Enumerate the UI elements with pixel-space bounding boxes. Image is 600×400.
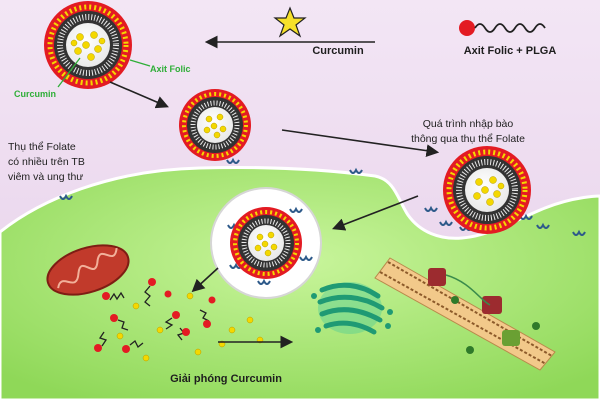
- process-arrows: [109, 35, 440, 349]
- nanoparticle-2: [179, 89, 251, 161]
- arrow-np1-to-np2: [109, 81, 169, 109]
- pointer-axit-folic: [129, 59, 151, 67]
- arrow-to-endocytosis: [281, 129, 440, 157]
- label-axit-folic-plga: Axit Folic + PLGA: [464, 45, 557, 57]
- label-receptor-line2: có nhiều trên TB: [8, 156, 85, 168]
- nanoparticle-1: [44, 1, 132, 89]
- label-pointers: [57, 57, 151, 88]
- nanoparticle-3: [443, 146, 531, 234]
- endoplasmic-reticulum: [374, 257, 556, 371]
- pointer-curcumin: [57, 57, 81, 88]
- label-curcumin-small: Curcumin: [14, 89, 56, 99]
- label-endocytosis-line1: Quá trình nhập bào: [423, 118, 514, 130]
- golgi-apparatus: [311, 282, 393, 335]
- mitochondrion: [46, 244, 130, 296]
- curcumin-star-icon: [273, 6, 307, 38]
- label-curcumin-top: Curcumin: [312, 45, 364, 57]
- label-endocytosis-line2: thông qua thụ thể Folate: [411, 133, 525, 145]
- nanoparticle-4: [230, 207, 302, 279]
- label-release: Giải phóng Curcumin: [170, 373, 282, 385]
- released-particles: [94, 278, 264, 362]
- label-axit-folic: Axit Folic: [150, 64, 191, 74]
- label-receptor-line3: viêm và ung thư: [8, 171, 83, 183]
- folic-plga-icon: [459, 20, 546, 36]
- arrow-to-endosome: [332, 195, 419, 231]
- arrow-to-release: [191, 267, 219, 293]
- endosome: [210, 187, 322, 299]
- label-receptor-line1: Thụ thể Folate: [8, 141, 76, 153]
